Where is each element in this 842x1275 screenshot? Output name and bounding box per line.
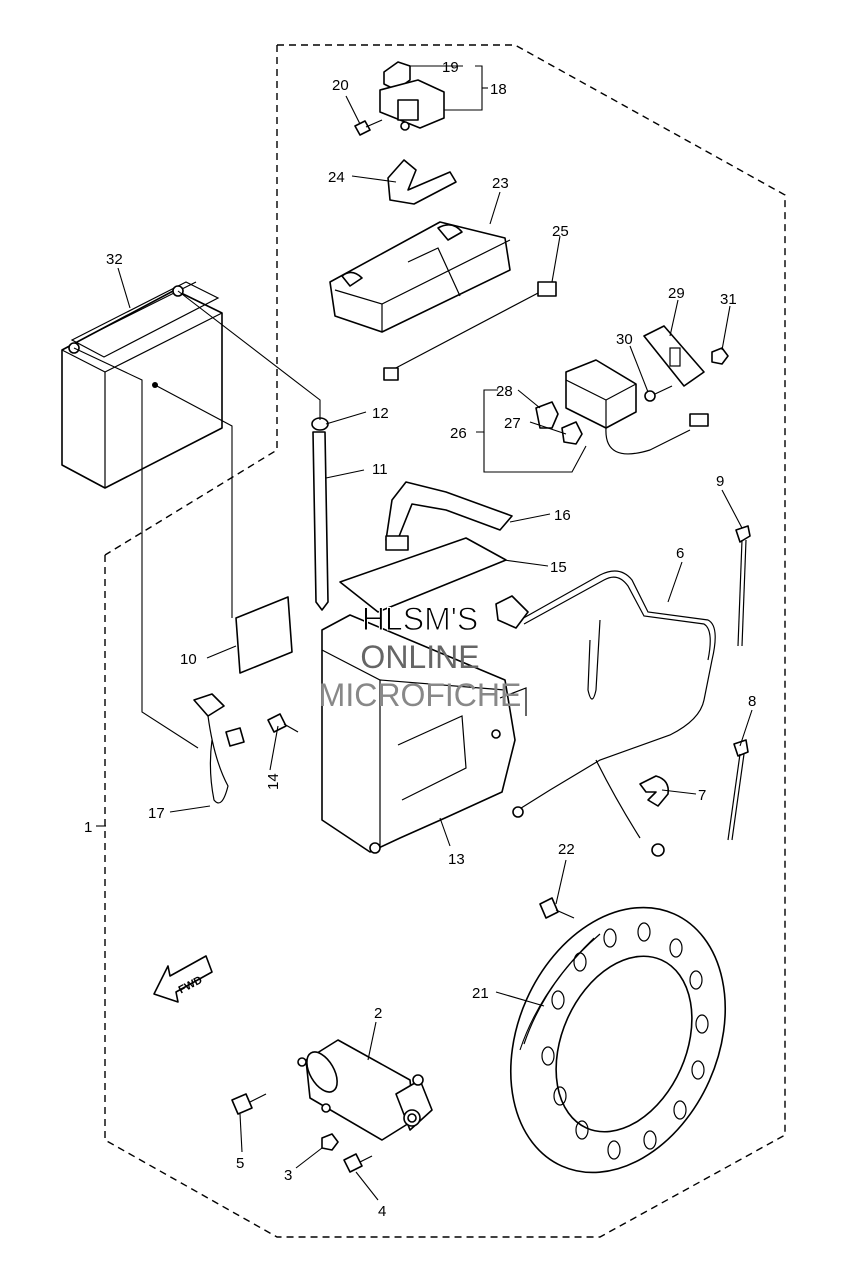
cable-tie-9 (735, 525, 751, 647)
callout-20: 20 (332, 77, 349, 94)
leader-lines (96, 65, 753, 1201)
fuse-28 (535, 401, 559, 429)
callout-31: 31 (720, 291, 737, 308)
callout-30: 30 (616, 331, 633, 348)
callout-12: 12 (372, 405, 389, 422)
callout-3: 3 (284, 1167, 292, 1184)
starter-motor (297, 1039, 433, 1141)
cable-tie-8 (727, 739, 749, 841)
fuse-27 (561, 421, 583, 445)
callout-10: 10 (180, 651, 197, 668)
callout-4: 4 (378, 1203, 386, 1220)
pickup-rotor-21 (509, 906, 727, 1174)
fwd-arrow-icon: FWD (153, 955, 213, 1003)
bolt-5 (231, 1093, 267, 1115)
starter-relay (379, 61, 445, 131)
callout-17: 17 (148, 805, 165, 822)
callout-16: 16 (554, 507, 571, 524)
battery-cover (329, 221, 511, 333)
screw-30 (644, 385, 673, 402)
callout-23: 23 (492, 175, 509, 192)
callout-27: 27 (504, 415, 521, 432)
callout-14: 14 (265, 773, 282, 790)
fuse-cover-29 (643, 325, 705, 387)
watermark: HLSM'S ONLINE MICROFICHE (319, 601, 522, 714)
callout-13: 13 (448, 851, 465, 868)
callout-2: 2 (374, 1005, 382, 1022)
callout-24: 24 (328, 169, 345, 186)
callout-15: 15 (550, 559, 567, 576)
callout-19: 19 (442, 59, 459, 76)
band-16 (385, 481, 513, 551)
battery-cables (73, 290, 321, 749)
callout-26: 26 (450, 425, 467, 442)
bolt-22 (539, 897, 575, 919)
clamp-7 (639, 775, 670, 807)
callout-25: 25 (552, 223, 569, 240)
holder-11 (312, 431, 329, 611)
callout-9: 9 (716, 473, 724, 490)
callout-11: 11 (372, 461, 388, 478)
assembly-boundary-divider (104, 45, 278, 556)
callout-32: 32 (106, 251, 123, 268)
callout-8: 8 (748, 693, 756, 710)
callout-29: 29 (668, 285, 685, 302)
lead-17 (193, 693, 245, 804)
callout-28: 28 (496, 383, 513, 400)
watermark-line-3: MICROFICHE (319, 677, 522, 713)
callout-6: 6 (676, 545, 684, 562)
sheet-10 (235, 596, 293, 674)
nut-3 (321, 1133, 339, 1151)
lead-25 (383, 281, 557, 381)
bolt-20 (354, 119, 383, 136)
callout-21: 21 (472, 985, 489, 1002)
battery-box (321, 614, 527, 854)
watermark-line-1: HLSM'S (362, 601, 478, 637)
callout-1: 1 (84, 819, 92, 836)
watermark-line-2: ONLINE (360, 639, 479, 675)
callout-7: 7 (698, 787, 706, 804)
bolt-4 (343, 1153, 373, 1173)
bolt-14 (267, 713, 299, 733)
bracket-24 (387, 159, 457, 205)
fuse-box (565, 359, 709, 455)
callout-18: 18 (490, 81, 507, 98)
wire-harness-6 (495, 570, 716, 857)
callout-5: 5 (236, 1155, 244, 1172)
callout-numbers: 1 2 3 4 5 6 7 8 9 10 11 12 13 14 15 16 1… (84, 59, 756, 1220)
callout-22: 22 (558, 841, 575, 858)
rotor-holes (541, 922, 709, 1160)
nut-31 (711, 347, 729, 365)
